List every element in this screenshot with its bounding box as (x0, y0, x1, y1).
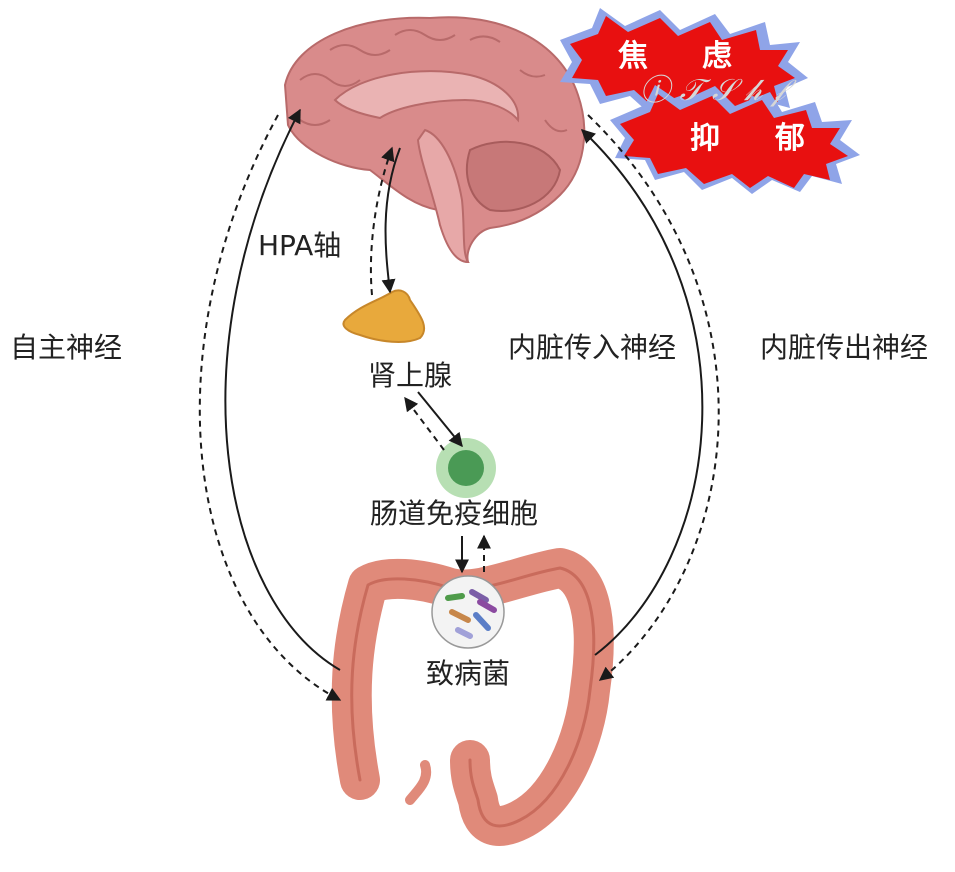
cerebellum (465, 140, 562, 212)
bacterium-1 (445, 593, 465, 601)
anxiety-burst (570, 16, 795, 110)
bacterium-3 (449, 609, 471, 623)
arrows (198, 108, 720, 701)
brainstem (416, 128, 470, 264)
visceral-afferent-arrow (580, 129, 704, 656)
depression-label-char-2: 郁 (775, 121, 807, 156)
adrenal-gland-label: 肾上腺 (368, 359, 453, 392)
autonomic-efferent-arrow (224, 108, 341, 671)
brain-folds (299, 29, 568, 133)
brain-illustration (283, 16, 586, 264)
anxiety-label-char-1: 焦 (618, 39, 650, 74)
bacterium-5 (455, 627, 473, 639)
bacterium-4 (473, 612, 491, 631)
depression-label-char-1: 抑 (690, 121, 722, 156)
hpa-axis-label: HPA轴 (258, 229, 342, 262)
autonomic-nerve-label: 自主神经 (10, 331, 123, 364)
adrenal-to-immune-arrow (417, 391, 463, 448)
bacterium-6 (477, 599, 497, 613)
immune-to-adrenal-arrow (404, 396, 445, 451)
visceral-efferent-label: 内脏传出神经 (760, 331, 929, 364)
gut-immune-cells-label: 肠道免疫细胞 (370, 497, 539, 530)
hpa-up-arrow (369, 146, 395, 296)
anxiety-label-char-2: 虑 (702, 39, 734, 74)
autonomic-afferent-arrow (198, 114, 342, 701)
pathogens-label: 致病菌 (426, 657, 511, 690)
watermark: ⓘ 𝒯 𝒮 𝒽 𝒻 (640, 73, 785, 108)
adrenal-gland-shape (342, 289, 426, 343)
bacterium-2 (469, 589, 489, 603)
visceral-afferent-label: 内脏传入神经 (508, 331, 677, 364)
corpus-callosum (333, 70, 520, 123)
depression-burst (620, 94, 848, 188)
hpa-down-arrow (381, 147, 401, 294)
immune-cell-nucleus (448, 450, 484, 486)
intestine-illustration (331, 548, 614, 846)
bacteria-group (445, 589, 497, 639)
